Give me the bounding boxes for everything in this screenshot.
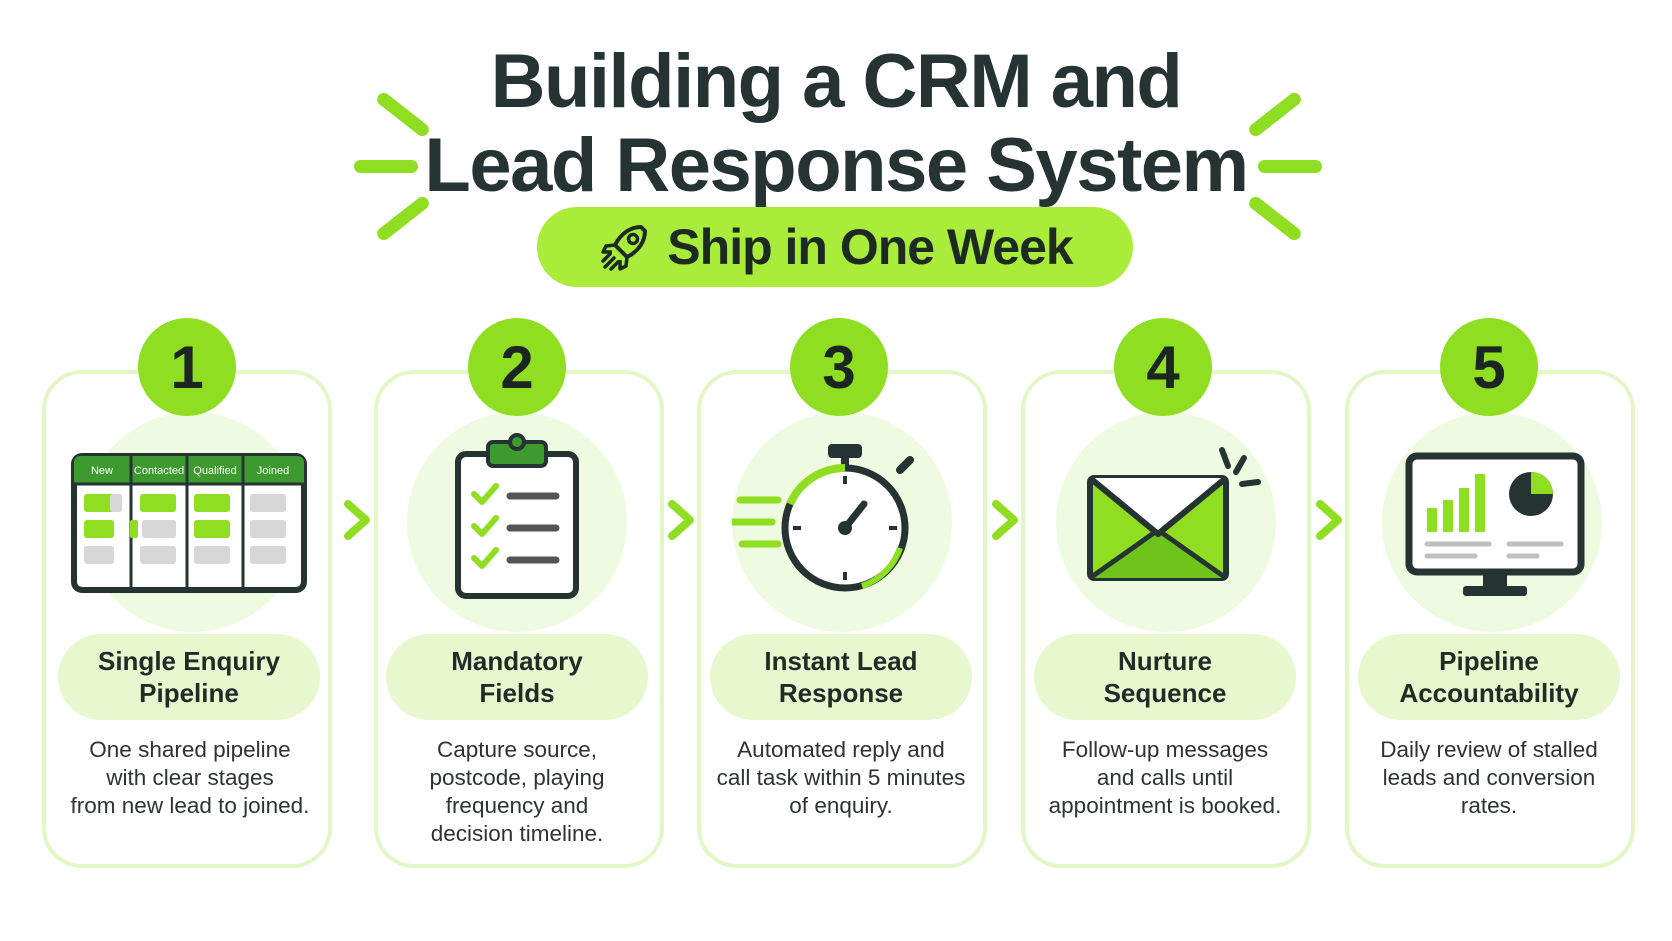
title-line-1: Building a CRM and: [490, 39, 1183, 124]
step-label-pill-2: Mandatory Fields: [386, 634, 648, 720]
step-description-5: Daily review of stalled leads and conver…: [1380, 737, 1598, 818]
step-description-1: One shared pipeline with clear stages fr…: [70, 737, 310, 818]
step-number-5: 5: [1440, 318, 1538, 416]
step-label-3: Instant Lead Response: [764, 646, 918, 708]
step-label-2: Mandatory Fields: [451, 646, 583, 708]
step-description-3: Automated reply and call task within 5 m…: [716, 737, 966, 818]
step-description-4: Follow-up messages and calls until appoi…: [1048, 737, 1282, 818]
kanban-col-qualified: Qualified: [193, 465, 236, 477]
ship-badge: Ship in One Week: [537, 207, 1133, 287]
stopwatch-icon: [732, 444, 914, 592]
step-label-pill-4: Nurture Sequence: [1034, 634, 1296, 720]
chevron-right-icon: [668, 500, 694, 540]
chevron-right-icon: [344, 500, 370, 540]
chevron-right-icon: [1316, 500, 1342, 540]
step-description-2: Capture source, postcode, playing freque…: [429, 737, 605, 846]
ship-badge-label: Ship in One Week: [667, 219, 1073, 275]
chevron-right-icon: [992, 500, 1018, 540]
envelope-icon: [1087, 447, 1261, 581]
dashboard-monitor-icon: [1405, 452, 1585, 596]
step-number-1: 1: [138, 318, 236, 416]
page-title: Building a CRM and Lead Response System: [0, 40, 1672, 208]
kanban-col-joined: Joined: [257, 465, 289, 477]
clipboard-checklist-icon: [455, 433, 579, 599]
step-number-3: 3: [790, 318, 888, 416]
step-label-pill-5: Pipeline Accountability: [1358, 634, 1620, 720]
step-label-4: Nurture Sequence: [1103, 646, 1227, 708]
kanban-col-contacted: Contacted: [134, 465, 184, 477]
step-label-1: Single Enquiry Pipeline: [97, 646, 281, 708]
kanban-col-new: New: [91, 465, 113, 477]
rocket-icon: [601, 225, 648, 271]
title-line-2: Lead Response System: [424, 123, 1249, 208]
step-label-5: Pipeline Accountability: [1399, 646, 1579, 708]
step-number-2: 2: [468, 318, 566, 416]
step-number-4: 4: [1114, 318, 1212, 416]
step-label-pill-3: Instant Lead Response: [710, 634, 972, 720]
kanban-board-icon: New Contacted Qualified Joined: [71, 453, 307, 593]
step-label-pill-1: Single Enquiry Pipeline: [58, 634, 320, 720]
